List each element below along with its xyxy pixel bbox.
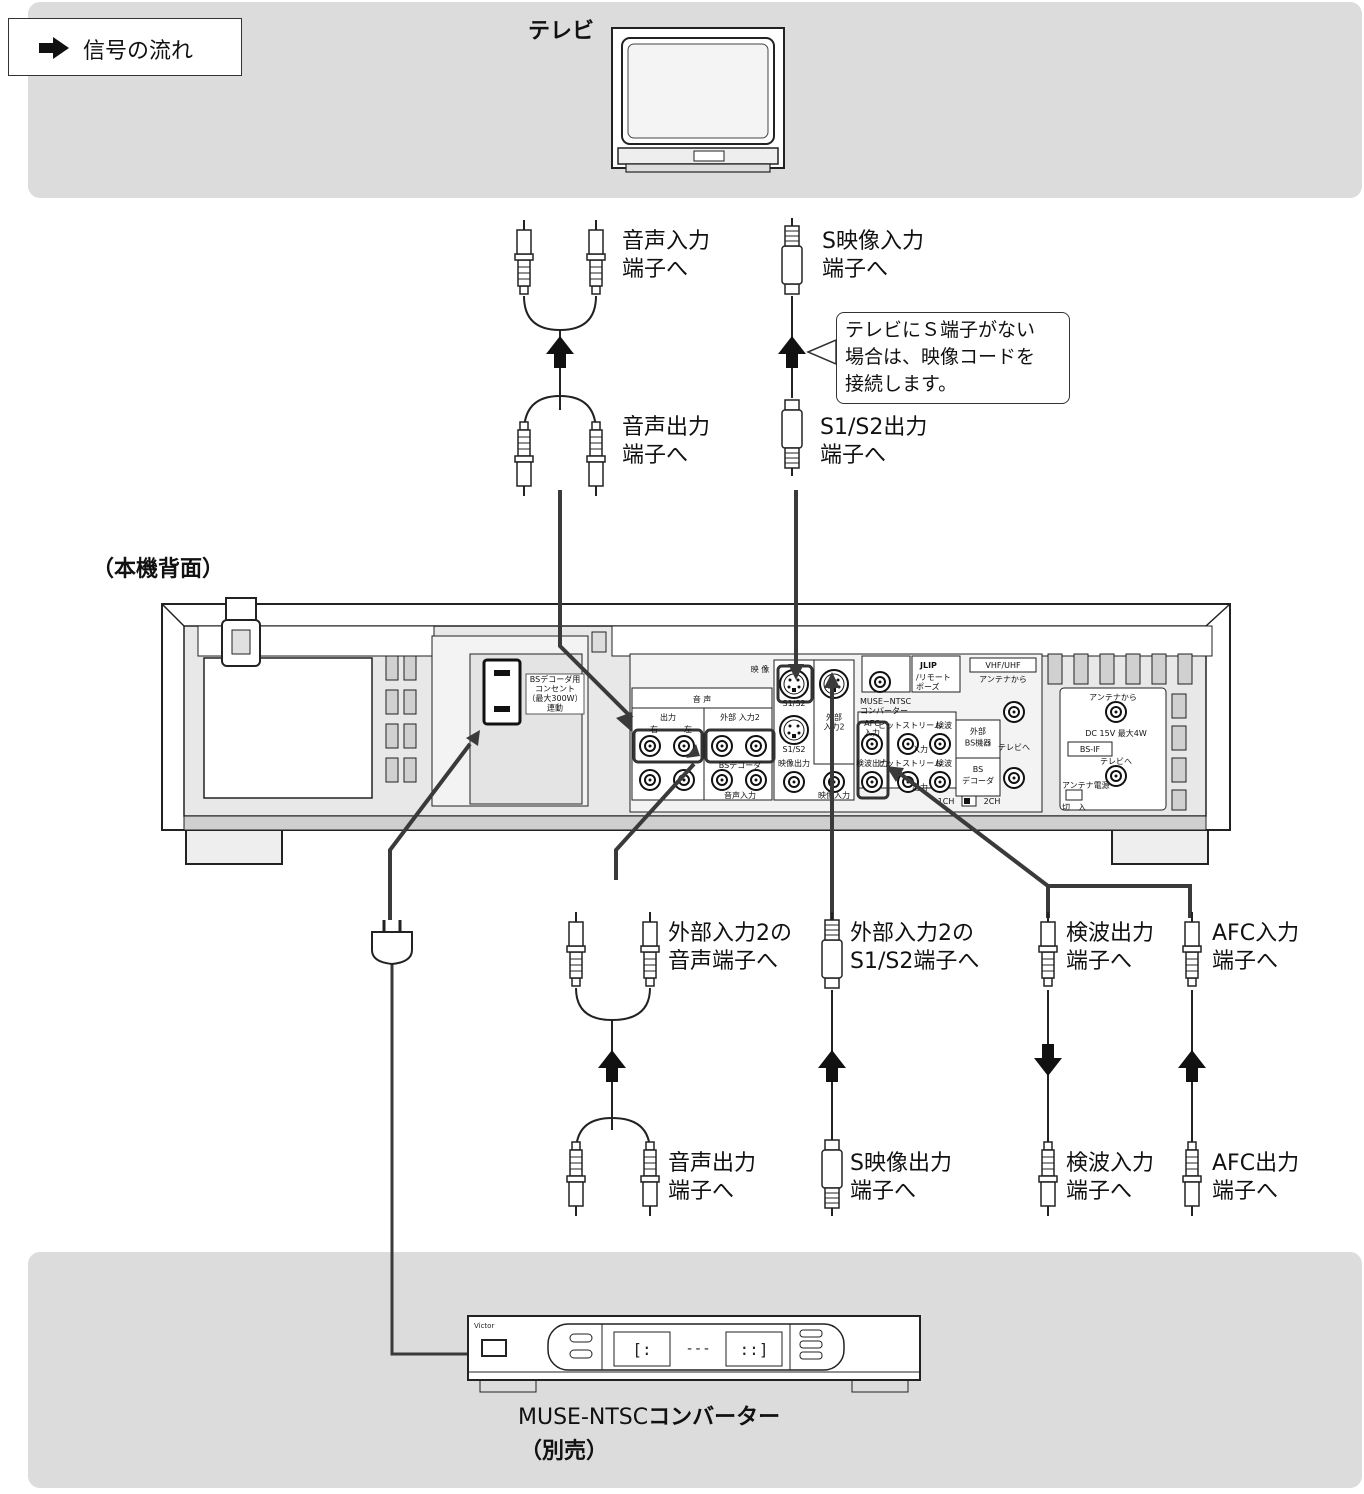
converter-note: （別売） xyxy=(520,1439,609,1464)
remote-pause-label: /リモートポーズ xyxy=(916,673,951,692)
label-afc-in: AFC入力 端子へ xyxy=(1212,921,1300,974)
svg-text:[:: [: xyxy=(632,1340,651,1359)
label-s1s2-out: S1/S2出力 端子へ xyxy=(820,415,928,468)
bs-decoder-label: BSデコーダ xyxy=(719,760,761,770)
rear-panel-title: （本機背面） xyxy=(92,557,225,582)
tv-icon xyxy=(611,27,785,173)
detect-out-label: 検波出力 xyxy=(856,758,888,768)
ch1-label: 1CH xyxy=(938,797,955,806)
converter-brand: Victor xyxy=(474,1322,494,1330)
signal-lines xyxy=(388,490,1192,1356)
power-plug-icon xyxy=(371,920,413,966)
antenna-power-label: アンテナ電源 xyxy=(1062,781,1110,790)
s-terminal-callout: テレビにＳ端子がない 場合は、映像コードを 接続します。 xyxy=(836,312,1070,404)
legend-label: 信号の流れ xyxy=(83,39,194,64)
label-afc-out: AFC出力 端子へ xyxy=(1212,1151,1300,1204)
converter-name: MUSE-NTSCコンバーター xyxy=(518,1404,780,1432)
s-video-cable-bottom xyxy=(818,911,846,1217)
callout-line-1: テレビにＳ端子がない xyxy=(845,319,1036,341)
to-tv2-label: テレビへ xyxy=(1100,757,1132,766)
video-output-label: 映像出力 xyxy=(778,758,810,768)
label-detect-in: 検波入力 端子へ xyxy=(1066,1151,1155,1204)
audio-header: 音 声 xyxy=(693,694,712,704)
audio-cable-bottom xyxy=(566,911,660,1217)
label-audio-in: 音声入力 端子へ xyxy=(622,229,711,282)
audio-output-label: 出力 xyxy=(660,712,676,722)
audio-cable-top xyxy=(514,219,606,497)
signal-flow-legend: 信号の流れ xyxy=(8,18,242,76)
label-audio-out-bottom: 音声出力 端子へ xyxy=(668,1151,757,1204)
label-ext2-s1s2: 外部入力2の S1/S2端子へ xyxy=(850,921,980,974)
to-tv-label: テレビへ xyxy=(998,743,1030,752)
ch2-label: 2CH xyxy=(984,797,1001,806)
svg-text:---: --- xyxy=(685,1341,710,1357)
s1s2-label-a: S1/S2 xyxy=(782,699,805,708)
off-on-label: 切 入 xyxy=(1062,803,1086,812)
label-s-video-out: S映像出力 端子へ xyxy=(850,1151,952,1204)
audio-ext2-label: 外部 入力2 xyxy=(720,712,760,722)
bs-if-label: BS‐IF xyxy=(1080,745,1101,754)
antenna-from2-label: アンテナから xyxy=(1089,693,1137,702)
dc-power-label: DC 15V 最大4W xyxy=(1085,728,1147,738)
vhf-uhf-label: VHF/UHF xyxy=(985,661,1021,670)
detect-cable xyxy=(1034,911,1062,1217)
label-audio-out-top: 音声出力 端子へ xyxy=(622,415,711,468)
jlip-label: JLIP xyxy=(919,661,937,670)
bitstream-label-a: ビットストリーム xyxy=(878,721,942,730)
arrow-right-icon xyxy=(39,37,69,59)
converter-name-jp: コンバーター xyxy=(648,1405,781,1430)
detect-label-b: 検波 xyxy=(936,758,952,768)
audio-right: 右 xyxy=(650,724,658,734)
antenna-from-label: アンテナから xyxy=(979,675,1027,684)
audio-left: 左 xyxy=(684,724,692,734)
converter-device: [: ::] --- Victor xyxy=(467,1315,921,1393)
tv-label: テレビ xyxy=(528,19,595,44)
bitstream-label-b: ビットストリーム xyxy=(878,759,942,768)
line-arrowheads xyxy=(466,664,904,782)
afc-cable xyxy=(1178,911,1206,1217)
in-label: 入力 xyxy=(912,744,928,754)
converter-name-latin: MUSE-NTSC xyxy=(518,1405,649,1430)
s1s2-label-b: S1/S2 xyxy=(782,745,805,754)
svg-text:::]: ::] xyxy=(740,1340,769,1359)
outlet-label: BSデコーダ用コンセント（最大300W）連動 xyxy=(527,674,582,713)
video-header: 映 像 xyxy=(751,664,770,674)
audio-input-label: 音声入力 xyxy=(724,790,756,800)
label-s-video-in: S映像入力 端子へ xyxy=(822,229,924,282)
label-ext2-audio: 外部入力2の 音声端子へ xyxy=(668,921,792,974)
detect-label-a: 検波 xyxy=(936,720,952,730)
label-detect-out: 検波出力 端子へ xyxy=(1066,921,1155,974)
callout-line-2: 場合は、映像コードを xyxy=(845,346,1036,368)
panel-text: BSデコーダ用コンセント（最大300W）連動 音 声 出力 外部 入力2 右 左… xyxy=(527,661,1146,812)
callout-line-3: 接続します。 xyxy=(845,373,958,395)
